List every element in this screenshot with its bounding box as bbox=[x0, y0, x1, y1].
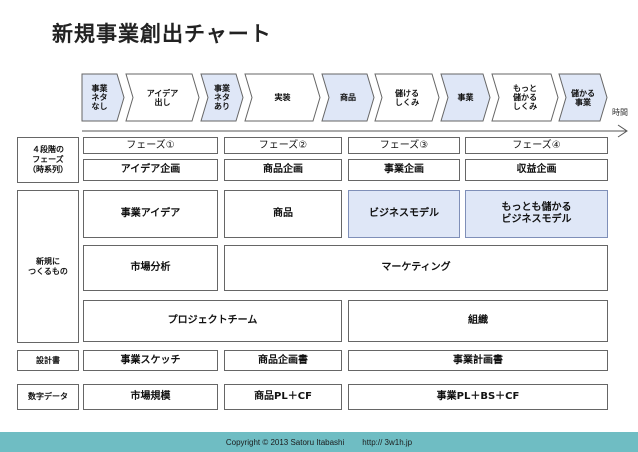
phase-plan-revenue: 収益企画 bbox=[465, 159, 608, 181]
row-label-numbers: 数字データ bbox=[17, 384, 79, 410]
cell-business-idea: 事業アイデア bbox=[83, 190, 218, 238]
time-axis-arrow-icon bbox=[617, 124, 628, 138]
phase-plan-idea: アイデア企画 bbox=[83, 159, 218, 181]
stage-label-1: 事業 ネタ なし bbox=[91, 84, 108, 111]
cell-business-model: ビジネスモデル bbox=[348, 190, 460, 238]
stage-label-2: アイデア 出し bbox=[146, 88, 179, 107]
cell-best-business-model: もっとも儲かる ビジネスモデル bbox=[465, 190, 608, 238]
stage-chevron-7 bbox=[440, 73, 491, 122]
phase-2: フェーズ② bbox=[224, 137, 342, 154]
cell-marketing: マーケティング bbox=[224, 245, 608, 291]
stage-label-6: 儲ける しくみ bbox=[394, 88, 420, 107]
stage-chevron-1 bbox=[81, 73, 125, 122]
cell-organization: 組織 bbox=[348, 300, 608, 342]
chevron-group bbox=[81, 73, 608, 122]
row-label-phases: ４段階の フェーズ （時系列） bbox=[17, 137, 79, 183]
page-title: 新規事業創出チャート bbox=[52, 22, 272, 46]
stage-label-8: もっと 儲かる しくみ bbox=[512, 84, 538, 111]
stage-label-4: 実装 bbox=[274, 93, 291, 102]
stage-chevron-2 bbox=[125, 73, 200, 122]
stage-label-9: 儲かる 事業 bbox=[571, 88, 595, 107]
cell-product-pl: 商品PL＋CF bbox=[224, 384, 342, 410]
phase-plan-product: 商品企画 bbox=[224, 159, 342, 181]
cell-product-plan-doc: 商品企画書 bbox=[224, 350, 342, 371]
phase-1: フェーズ① bbox=[83, 137, 218, 154]
phase-4: フェーズ④ bbox=[465, 137, 608, 154]
stage-label-3: 事業 ネタ あり bbox=[214, 84, 230, 111]
footer-copyright: Copyright © 2013 Satoru Itabashi bbox=[225, 437, 345, 447]
cell-product: 商品 bbox=[224, 190, 342, 238]
stage-chevron-4 bbox=[244, 73, 321, 122]
row-label-documents: 設計書 bbox=[17, 350, 79, 371]
stage-chevron-8 bbox=[491, 73, 559, 122]
stage-label-5: 商品 bbox=[340, 93, 356, 102]
footer-url[interactable]: http:// 3w1h.jp bbox=[362, 437, 413, 447]
stage-chevron-5 bbox=[321, 73, 375, 122]
cell-market-analysis: 市場分析 bbox=[83, 245, 218, 291]
time-axis-label: 時間 bbox=[612, 108, 628, 117]
stage-chevron-3 bbox=[200, 73, 244, 122]
stage-chevron-6 bbox=[374, 73, 440, 122]
cell-business-sketch: 事業スケッチ bbox=[83, 350, 218, 371]
phase-3: フェーズ③ bbox=[348, 137, 460, 154]
cell-market-size: 市場規模 bbox=[83, 384, 218, 410]
stage-chevron-9 bbox=[558, 73, 608, 122]
cell-project-team: プロジェクトチーム bbox=[83, 300, 342, 342]
phase-plan-business: 事業企画 bbox=[348, 159, 460, 181]
cell-business-plan-doc: 事業計画書 bbox=[348, 350, 608, 371]
row-label-creations: 新規に つくるもの bbox=[17, 190, 79, 343]
cell-business-pl: 事業PL＋BS＋CF bbox=[348, 384, 608, 410]
stage-label-7: 事業 bbox=[457, 93, 474, 102]
footer-bar: Copyright © 2013 Satoru Itabashi http://… bbox=[0, 432, 638, 452]
